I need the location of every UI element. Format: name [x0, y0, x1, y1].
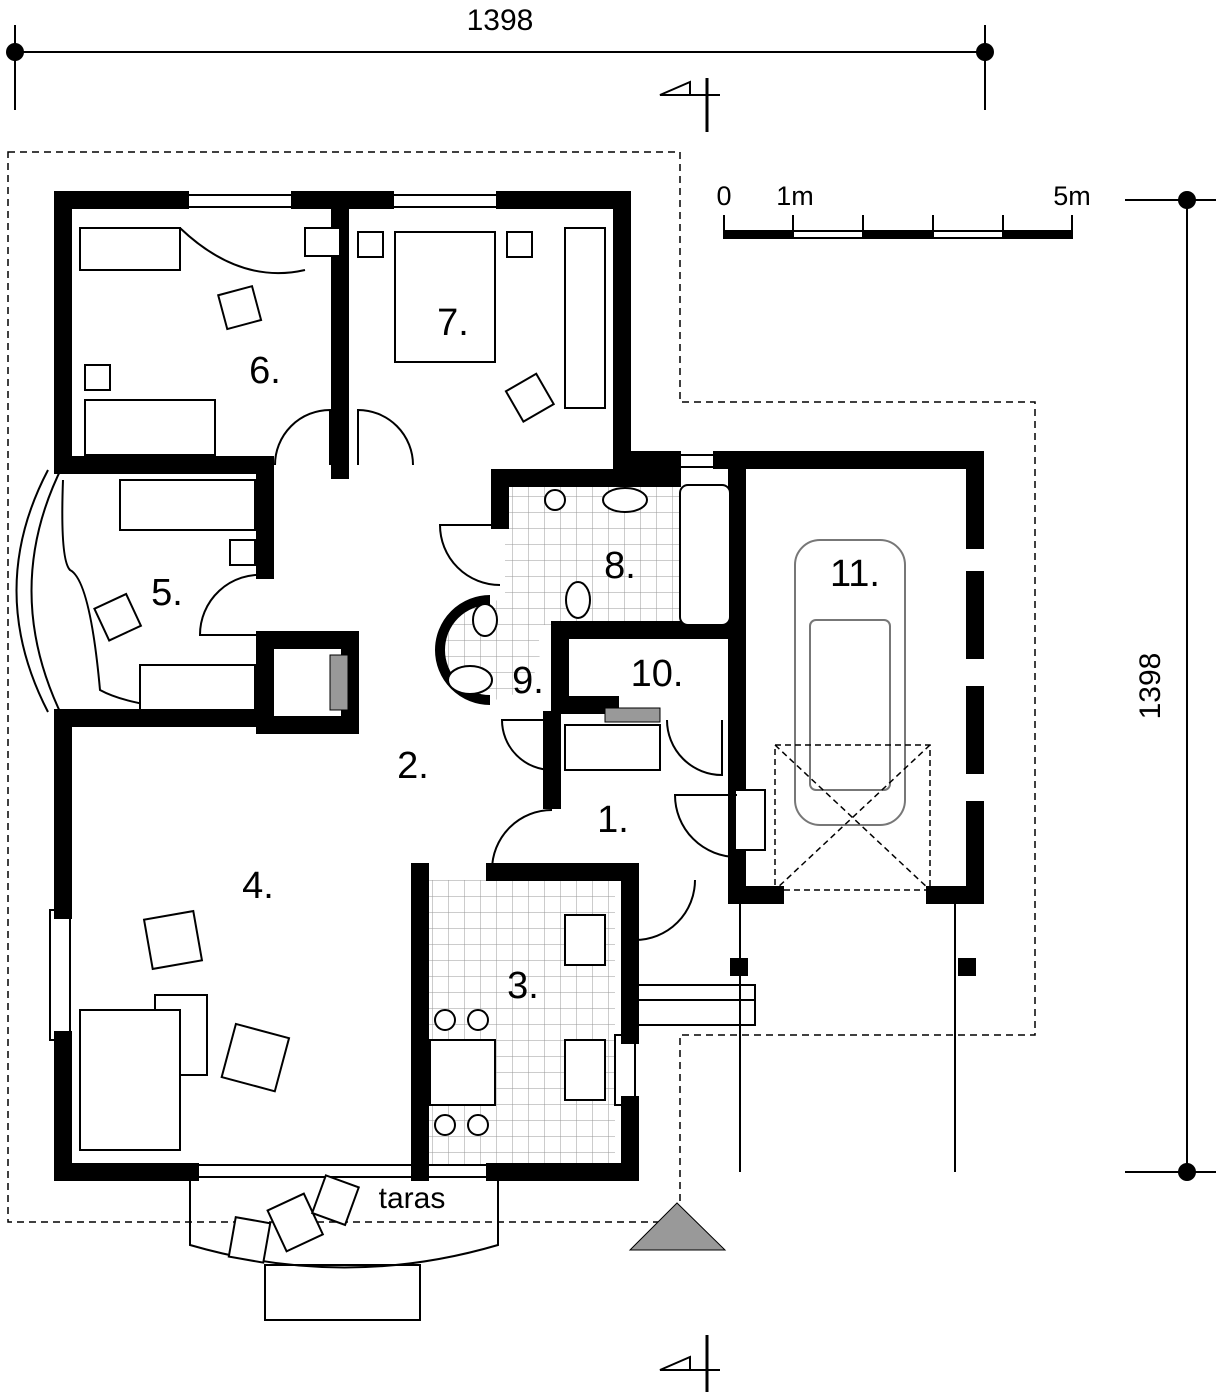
terrace-label: taras [379, 1182, 446, 1215]
scale-label-0: 0 [716, 181, 731, 211]
room-label-8: 8. [604, 545, 636, 587]
doors [198, 408, 738, 942]
room-label-3: 3. [507, 965, 539, 1007]
room-label-6: 6. [249, 350, 281, 392]
terrace [189, 895, 976, 1321]
top-dimension: 1398 [6, 4, 994, 110]
entrance-marker [628, 1202, 727, 1251]
right-dimension-label: 1398 [1134, 653, 1167, 720]
furniture [79, 227, 766, 1151]
scale-label-5m: 5m [1053, 181, 1091, 211]
room-label-11: 11. [830, 553, 880, 595]
room-label-9: 9. [512, 660, 544, 702]
scale-label-1m: 1m [776, 181, 814, 211]
section-mark-top [659, 78, 720, 132]
scale-bar: 0 1m 5m [716, 181, 1091, 239]
room-label-5: 5. [151, 572, 183, 614]
car [774, 539, 931, 891]
walls [54, 191, 984, 1181]
room-label-4: 4. [242, 865, 274, 907]
room-label-10: 10. [631, 653, 684, 695]
top-dimension-label: 1398 [467, 4, 534, 37]
room-label-1: 1. [597, 799, 629, 841]
section-mark-bottom [659, 1335, 720, 1392]
room-label-7: 7. [437, 302, 469, 344]
windows [49, 194, 723, 1178]
plot-outline [7, 151, 1036, 1223]
right-dimension: 1398 [1125, 191, 1216, 1181]
room-label-2: 2. [397, 745, 429, 787]
